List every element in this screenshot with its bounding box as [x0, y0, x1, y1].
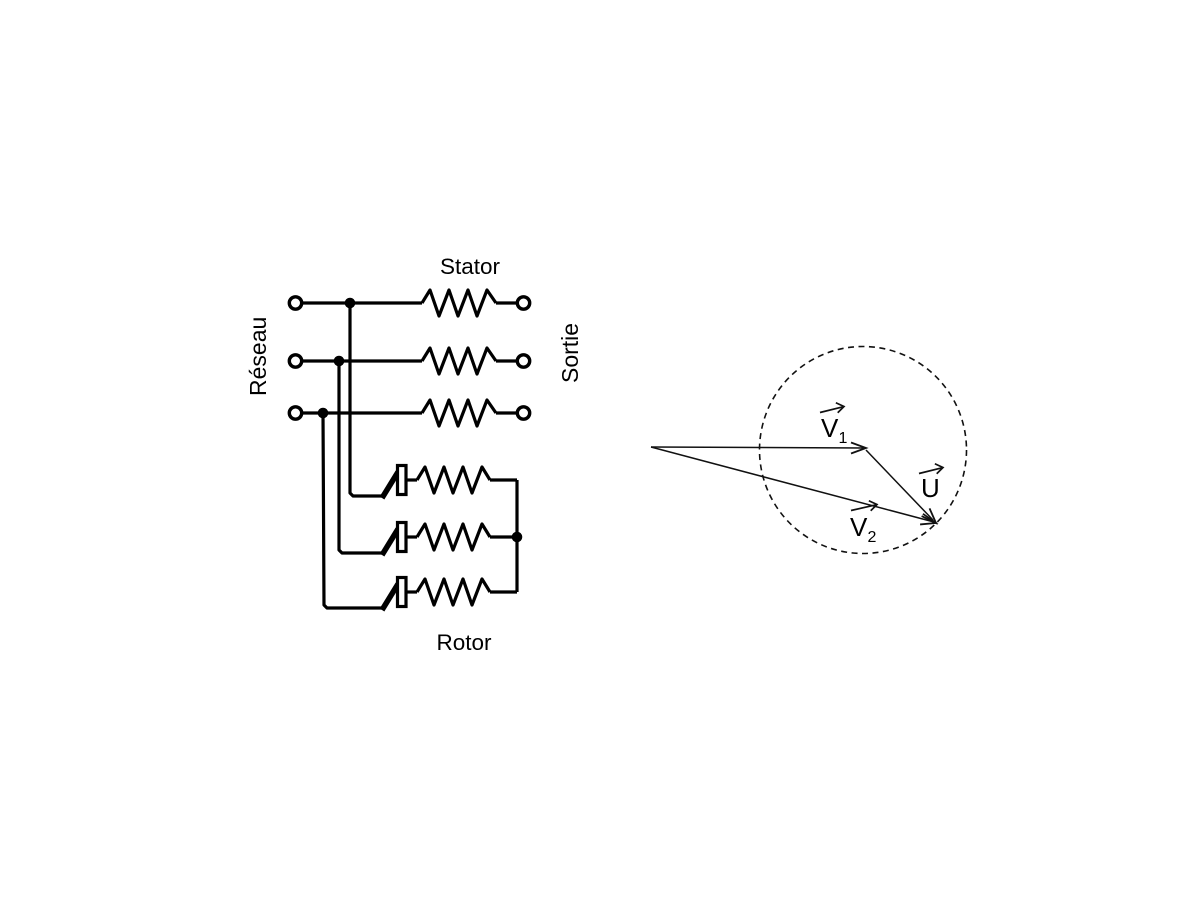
star-dot	[511, 531, 523, 543]
stator-winding-2	[420, 346, 498, 376]
vector-u-arrowhead	[921, 508, 938, 525]
slip-ring-2	[395, 520, 408, 554]
phasor-diagram	[650, 345, 968, 555]
stator-winding-3	[420, 398, 498, 428]
rotor-winding-1	[415, 465, 492, 495]
vector-v1	[650, 446, 865, 449]
v2-subscript: 2	[868, 529, 877, 546]
u-hat-arrow	[918, 463, 945, 475]
drop-wire-2	[337, 361, 384, 555]
drop-wire-1	[348, 303, 384, 498]
input-terminal-3	[287, 405, 304, 421]
input-terminal-2	[287, 353, 304, 369]
output-terminal-1	[515, 295, 532, 311]
rotor-label: Rotor	[436, 630, 492, 655]
rotation-circle	[758, 345, 968, 555]
stator-label: Stator	[440, 254, 501, 279]
brush-3	[379, 582, 401, 612]
vector-v2	[650, 446, 935, 523]
rotor-winding-3	[415, 577, 492, 607]
output-terminal-3	[515, 405, 532, 421]
v1-hat-arrow	[819, 402, 846, 414]
v1-subscript: 1	[839, 430, 848, 447]
v2-label: V	[850, 512, 868, 542]
brush-1	[379, 470, 401, 500]
output-terminal-2	[515, 353, 532, 369]
slip-ring-1	[395, 463, 408, 497]
brush-2	[379, 527, 401, 557]
v2-hat-arrow	[850, 500, 879, 512]
rotor-winding-2	[415, 522, 492, 552]
vector-v1-arrowhead	[850, 441, 869, 455]
stator-winding-1	[420, 288, 498, 318]
u-label: U	[921, 473, 940, 503]
vector-u	[865, 449, 934, 521]
input-terminal-1	[287, 295, 304, 311]
sortie-label: Sortie	[557, 323, 583, 383]
slip-ring-3	[395, 575, 408, 609]
drop-wire-3	[321, 412, 384, 610]
circuit-diagram	[287, 288, 532, 612]
v1-label: V	[821, 413, 839, 443]
reseau-label: Réseau	[245, 317, 271, 396]
